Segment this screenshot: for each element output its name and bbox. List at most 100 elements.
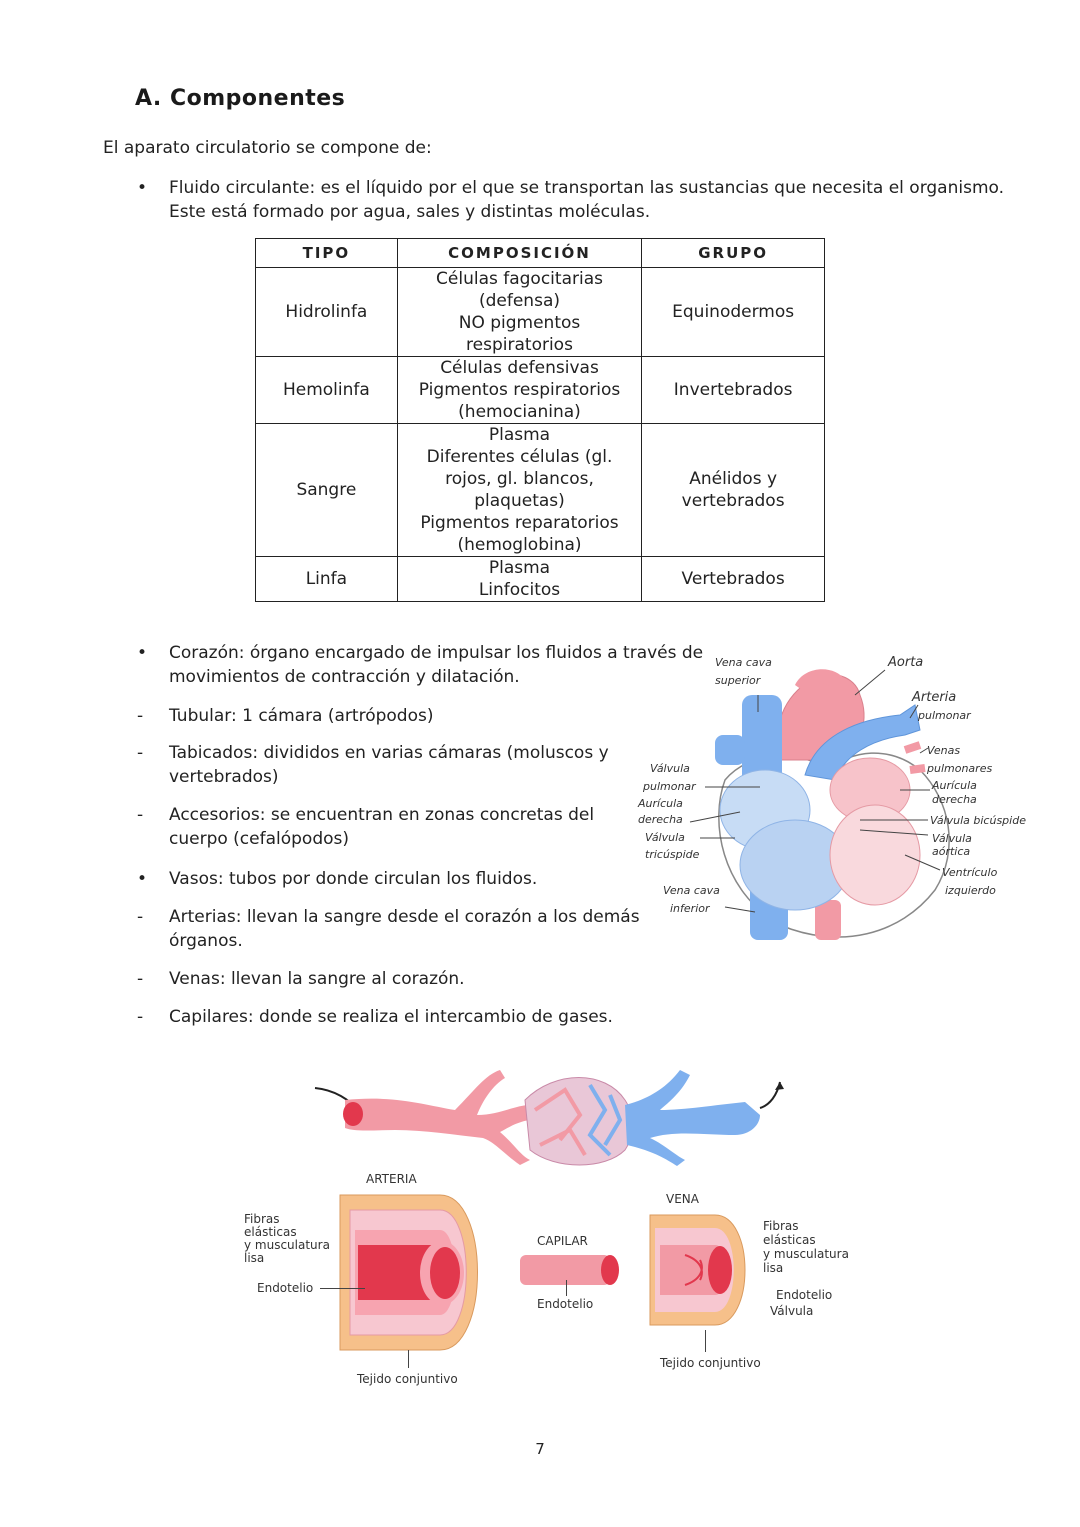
leader-line [408, 1350, 409, 1368]
label-valvula-tricuspide-2: tricúspide [645, 848, 700, 861]
list-marker: - [137, 1007, 144, 1027]
grupo-line: Equinodermos [672, 302, 795, 322]
composicion-line: Pigmentos respiratorios [418, 380, 621, 400]
composicion-line: (defensa) [478, 291, 560, 311]
list-item: - Venas: llevan la sangre al corazón. [137, 967, 697, 991]
cell-composicion: Células fagocitarias(defensa)NO pigmento… [396, 267, 643, 357]
list-marker: • [137, 869, 148, 889]
arrow-out-icon [759, 1081, 781, 1109]
list-item-text: vertebrados) [169, 767, 279, 787]
label-vena: VENA [666, 1192, 699, 1206]
list-marker: • [137, 643, 148, 663]
list-item-text: órganos. [169, 931, 243, 951]
list-item: - Accesorios: se encuentran en zonas conc… [137, 803, 697, 851]
label-endotelio-left: Endotelio [257, 1281, 314, 1295]
label-vena-cava-inferior-1: Vena cava [663, 884, 720, 897]
list-marker: - [137, 969, 144, 989]
grupo-line: vertebrados [681, 491, 785, 511]
grupo-line: Anélidos y [689, 469, 778, 489]
list-marker: - [137, 805, 144, 825]
fibras-r-line: Fibras [763, 1219, 799, 1233]
label-valvula-aortica-2: aórtica [932, 845, 971, 858]
list-item-text: Arterias: llevan la sangre desde el cora… [169, 907, 640, 927]
bullet-mark: • [137, 178, 148, 198]
label-venas-pulmonares-2: pulmonares [927, 762, 993, 775]
label-endotelio-right: Endotelio [776, 1288, 833, 1302]
label-fibras-right: Fibras elásticas y musculatura lisa [763, 1219, 849, 1275]
label-arteria: ARTERIA [366, 1172, 417, 1186]
list-item-text: Corazón: órgano encargado de impulsar lo… [169, 643, 704, 663]
composicion-line: Células defensivas [440, 358, 599, 378]
cell-grupo: Vertebrados [641, 556, 825, 602]
list-item-text: Tabicados: divididos en varias cámaras (… [169, 743, 609, 763]
label-ventriculo-2: izquierdo [945, 884, 996, 897]
label-valvula-tricuspide-1: Válvula [645, 831, 685, 844]
list-item-text: Vasos: tubos por donde circulan los flui… [169, 869, 538, 889]
fluid-bullet: • Fluido circulante: es el líquido por e… [137, 176, 1017, 226]
label-ventriculo-1: Ventrículo [942, 866, 998, 879]
list-item-text: Venas: llevan la sangre al corazón. [169, 969, 465, 989]
label-vena-cava-superior-1: Vena cava [715, 656, 772, 669]
leader-line [705, 1330, 706, 1352]
leader-line [320, 1288, 365, 1289]
composicion-line: (hemocianina) [458, 402, 581, 422]
cell-tipo: Sangre [255, 423, 398, 557]
composicion-line: respiratorios [466, 335, 573, 355]
fibras-l-line: Fibras [244, 1212, 280, 1226]
label-auricula-izq-1: Aurícula [638, 797, 683, 810]
list-item-text: Capilares: donde se realiza el intercamb… [169, 1007, 613, 1027]
arteriole-shape [345, 1070, 530, 1165]
composicion-line: Diferentes células (gl. [426, 447, 613, 467]
page-number: 7 [535, 1440, 545, 1458]
fibras-l-line: elásticas [244, 1225, 297, 1239]
list-marker: - [137, 907, 144, 927]
composicion-line: Células fagocitarias [436, 269, 603, 289]
section-title: A. Componentes [135, 86, 346, 111]
label-valvula-pulmonar-2: pulmonar [643, 780, 696, 793]
fibras-r-line: y musculatura [763, 1247, 849, 1261]
label-vena-cava-superior-2: superior [715, 674, 761, 687]
composicion-line: plaquetas) [474, 491, 565, 511]
composicion-line: Plasma [488, 558, 551, 578]
aorta-top [795, 669, 845, 692]
label-vena-cava-inferior-2: inferior [670, 902, 710, 915]
list-item-text: movimientos de contracción y dilatación. [169, 667, 520, 687]
list-item-text: Accesorios: se encuentran en zonas concr… [169, 805, 595, 825]
list-marker: - [137, 706, 144, 726]
label-tejido-right: Tejido conjuntivo [660, 1356, 761, 1370]
list-marker: - [137, 743, 144, 763]
list-item-text: cuerpo (cefalópodos) [169, 829, 350, 849]
capillary-network-diagram [314, 1070, 784, 1166]
list-item: - Capilares: donde se realiza el intercam… [137, 1005, 697, 1029]
composicion-line: Linfocitos [478, 580, 561, 600]
cell-tipo: Linfa [255, 556, 398, 602]
pulmonary-artery-shape [804, 704, 921, 781]
composicion-line: Pigmentos reparatorios [420, 513, 619, 533]
composicion-line: Plasma [488, 425, 551, 445]
cell-tipo: Hemolinfa [255, 356, 398, 424]
fibras-r-line: lisa [763, 1261, 784, 1275]
list-item: • Vasos: tubos por donde circulan los flu… [137, 867, 697, 891]
header-tipo: TIPO [255, 238, 398, 268]
label-valvula-pulmonar-1: Válvula [650, 762, 690, 775]
list-item-text: Tubular: 1 cámara (artrópodos) [169, 706, 434, 726]
list-item: - Tubular: 1 cámara (artrópodos) [137, 704, 697, 728]
left-ventricle [829, 804, 921, 906]
label-endotelio-capilar: Endotelio [537, 1297, 594, 1311]
capillary-tube [520, 1255, 619, 1285]
composicion-line: NO pigmentos [458, 313, 581, 333]
label-valvula-bicuspide: Válvula bicúspide [930, 814, 1026, 827]
fluid-bullet-line1: Fluido circulante: es el líquido por el … [169, 178, 1005, 198]
heart-diagram [689, 669, 950, 940]
cell-grupo: Invertebrados [641, 356, 825, 424]
composicion-line: rojos, gl. blancos, [445, 469, 594, 489]
header-composicion: COMPOSICIÓN [396, 238, 643, 268]
header-grupo: GRUPO [641, 238, 825, 268]
